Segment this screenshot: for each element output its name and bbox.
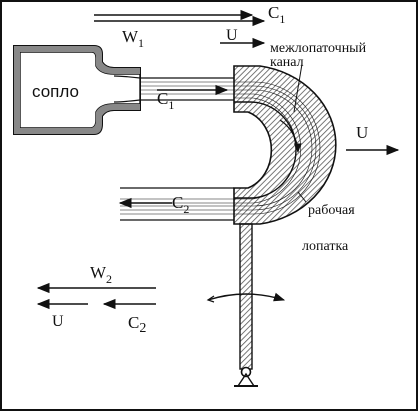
w2-label: W2: [90, 263, 112, 286]
c1-top-label: C1: [268, 3, 285, 26]
nozzle-label: сопло: [32, 82, 79, 101]
u-right-label: U: [356, 123, 368, 142]
top-velocity-arrows: [94, 9, 266, 49]
blade-label-line2: лопатка: [302, 239, 349, 254]
c2-bottom-label: C2: [128, 313, 146, 336]
c2-jet-label: C2: [172, 193, 189, 216]
blade-leader: [297, 191, 307, 203]
channel-label-line1: межлопаточный: [270, 41, 367, 56]
pivot-circle: [240, 366, 252, 378]
blade-label-line1: рабочая: [308, 203, 355, 218]
nozzle-wall-fill: [14, 46, 140, 134]
channel-label-line2: канал: [270, 55, 304, 70]
blade-body: [233, 65, 337, 225]
w1-label: W1: [122, 27, 144, 50]
channel-leader: [293, 63, 303, 113]
c1-jet-label: C1: [157, 89, 174, 112]
rotation-arrow-tail: [206, 295, 215, 303]
nozzle: сопло: [13, 45, 141, 135]
blade-shank: [234, 223, 258, 387]
jet-outflow: [120, 187, 234, 221]
u-top-label: U: [226, 27, 238, 44]
u-bottom-label: U: [52, 313, 64, 330]
rotation-arrow: [207, 292, 286, 302]
bottom-velocity-arrows: [36, 282, 156, 310]
channel-flow-arrow: [279, 119, 302, 153]
